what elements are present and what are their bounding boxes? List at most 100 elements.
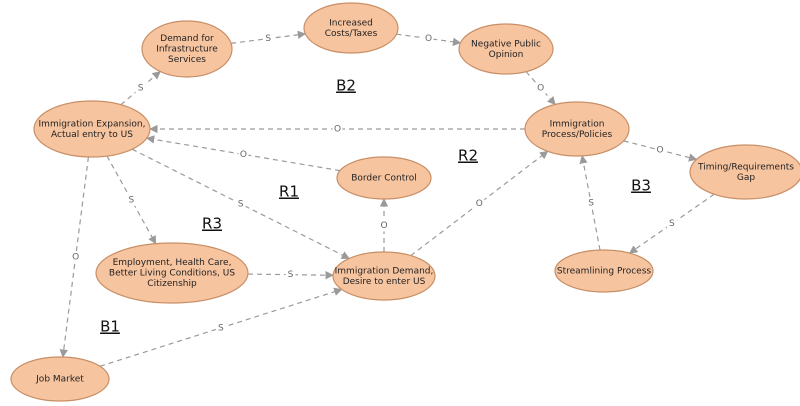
node-ellipse [458,23,554,75]
edge-immigration-expansion-to-employment: S [106,155,157,245]
edge-immigration-expansion-to-immigration-demand: S [131,148,350,260]
edge-polarity-label: S [129,195,135,205]
edge-label-background [238,148,249,161]
edge-label-background [70,250,81,263]
node-ellipse [95,242,249,304]
node-label-line: Better Living Conditions, US [109,269,235,279]
edge-polarity-label: S [588,198,594,208]
loop-label-b3: B3 [631,177,651,195]
edge-immigration-demand-to-border-control: O [379,198,389,252]
node-ellipse [10,356,110,402]
edge-immigration-demand-to-process-policies: O [410,150,549,257]
edge-arrow [145,135,341,172]
node-ellipse [33,100,151,158]
edge-arrow [628,193,715,254]
edge-label-background [423,32,434,45]
node-label-line: Gap [737,173,755,183]
edge-label-background [586,196,597,209]
node-label-line: Opinion [489,50,524,60]
edge-costs-to-public-opinion: O [396,32,462,46]
node-label-line: Costs/Taxes [325,29,378,39]
node-label-line: Services [168,55,206,65]
edge-label-background [285,268,296,281]
node-immigration-demand: Immigration Demand,Desire to enter US [332,251,436,301]
edge-label-background [655,144,666,157]
edge-job-market-to-immigration-demand: S [99,287,343,367]
node-label-line: Negative Public [471,39,541,49]
node-label-line: Desire to enter US [343,277,426,287]
loop-label-r2: R2 [458,147,478,165]
edge-arrow [106,155,157,245]
edge-process-policies-to-immigration-expansion: O [149,123,525,135]
edge-border-control-to-immigration-expansion: O [145,135,341,172]
edge-immigration-expansion-to-demand-infra: S [120,70,161,106]
edge-polarity-label: O [240,150,247,160]
node-ellipse [336,156,432,200]
node-label-line: Actual entry to US [51,130,133,140]
node-ellipse [554,249,654,293]
edge-label-background [263,32,274,45]
loop-label-r3: R3 [202,215,222,233]
node-label-line: Job Market [35,375,84,385]
edge-demand-infra-to-costs: S [231,30,307,45]
edge-label-background [332,123,343,135]
edge-label-background [235,197,246,210]
node-label-line: Timing/Requirements [697,162,794,172]
edge-public-opinion-to-process-policies: O [525,71,556,106]
node-label-line: Streamlining Process [557,267,651,277]
node-ellipse [303,2,399,54]
edge-label-background [126,193,137,206]
node-label-line: Immigration Expansion, [39,119,146,129]
node-employment: Employment, Health Care,Better Living Co… [95,242,249,304]
edge-arrow [410,150,549,257]
node-label-line: Immigration Demand, [335,266,434,276]
edge-label-background [666,217,677,230]
edge-polarity-label: S [669,219,675,229]
edge-streamlining-to-process-policies: S [579,155,601,251]
edge-process-policies-to-timing-gap: O [623,140,698,162]
node-streamlining: Streamlining Process [554,249,654,293]
edge-immigration-expansion-to-job-market: O [59,156,90,358]
node-label-line: Increased [329,18,373,28]
node-job-market: Job Market [10,356,110,402]
edge-label-background [474,197,485,210]
edge-polarity-label: O [425,34,432,44]
edge-label-background [135,82,146,95]
node-ellipse [332,251,436,301]
edge-polarity-label: O [334,125,341,135]
node-ellipse [524,101,630,157]
edge-polarity-label: O [537,84,544,94]
edge-label-background [379,219,389,232]
edge-polarity-label: S [138,84,144,94]
edge-polarity-label: S [265,34,271,44]
node-border-control: Border Control [336,156,432,200]
edge-polarity-label: O [72,252,79,262]
node-label-line: Process/Policies [542,130,613,140]
edge-label-background [535,82,546,95]
edge-timing-gap-to-streamlining: S [628,193,715,254]
edge-polarity-label: O [657,146,664,156]
edge-arrow [396,33,462,46]
node-label-line: Border Control [351,174,417,184]
edge-polarity-label: S [218,323,224,333]
edge-polarity-label: S [238,199,244,209]
node-label-line: Demand for [160,34,214,44]
edge-polarity-label: O [380,221,387,231]
edge-polarity-label: S [288,270,294,280]
node-label-line: Infrastructure [156,45,218,55]
edge-employment-to-immigration-demand: S [247,268,334,281]
node-label-line: Immigration [550,119,605,129]
node-ellipse [141,20,233,78]
node-immigration-expansion: Immigration Expansion,Actual entry to US [33,100,151,158]
loop-label-b2: B2 [336,77,356,95]
edges-layer: S S O O O O S S O S S O O O S S [59,30,715,367]
edge-label-background [215,321,226,334]
